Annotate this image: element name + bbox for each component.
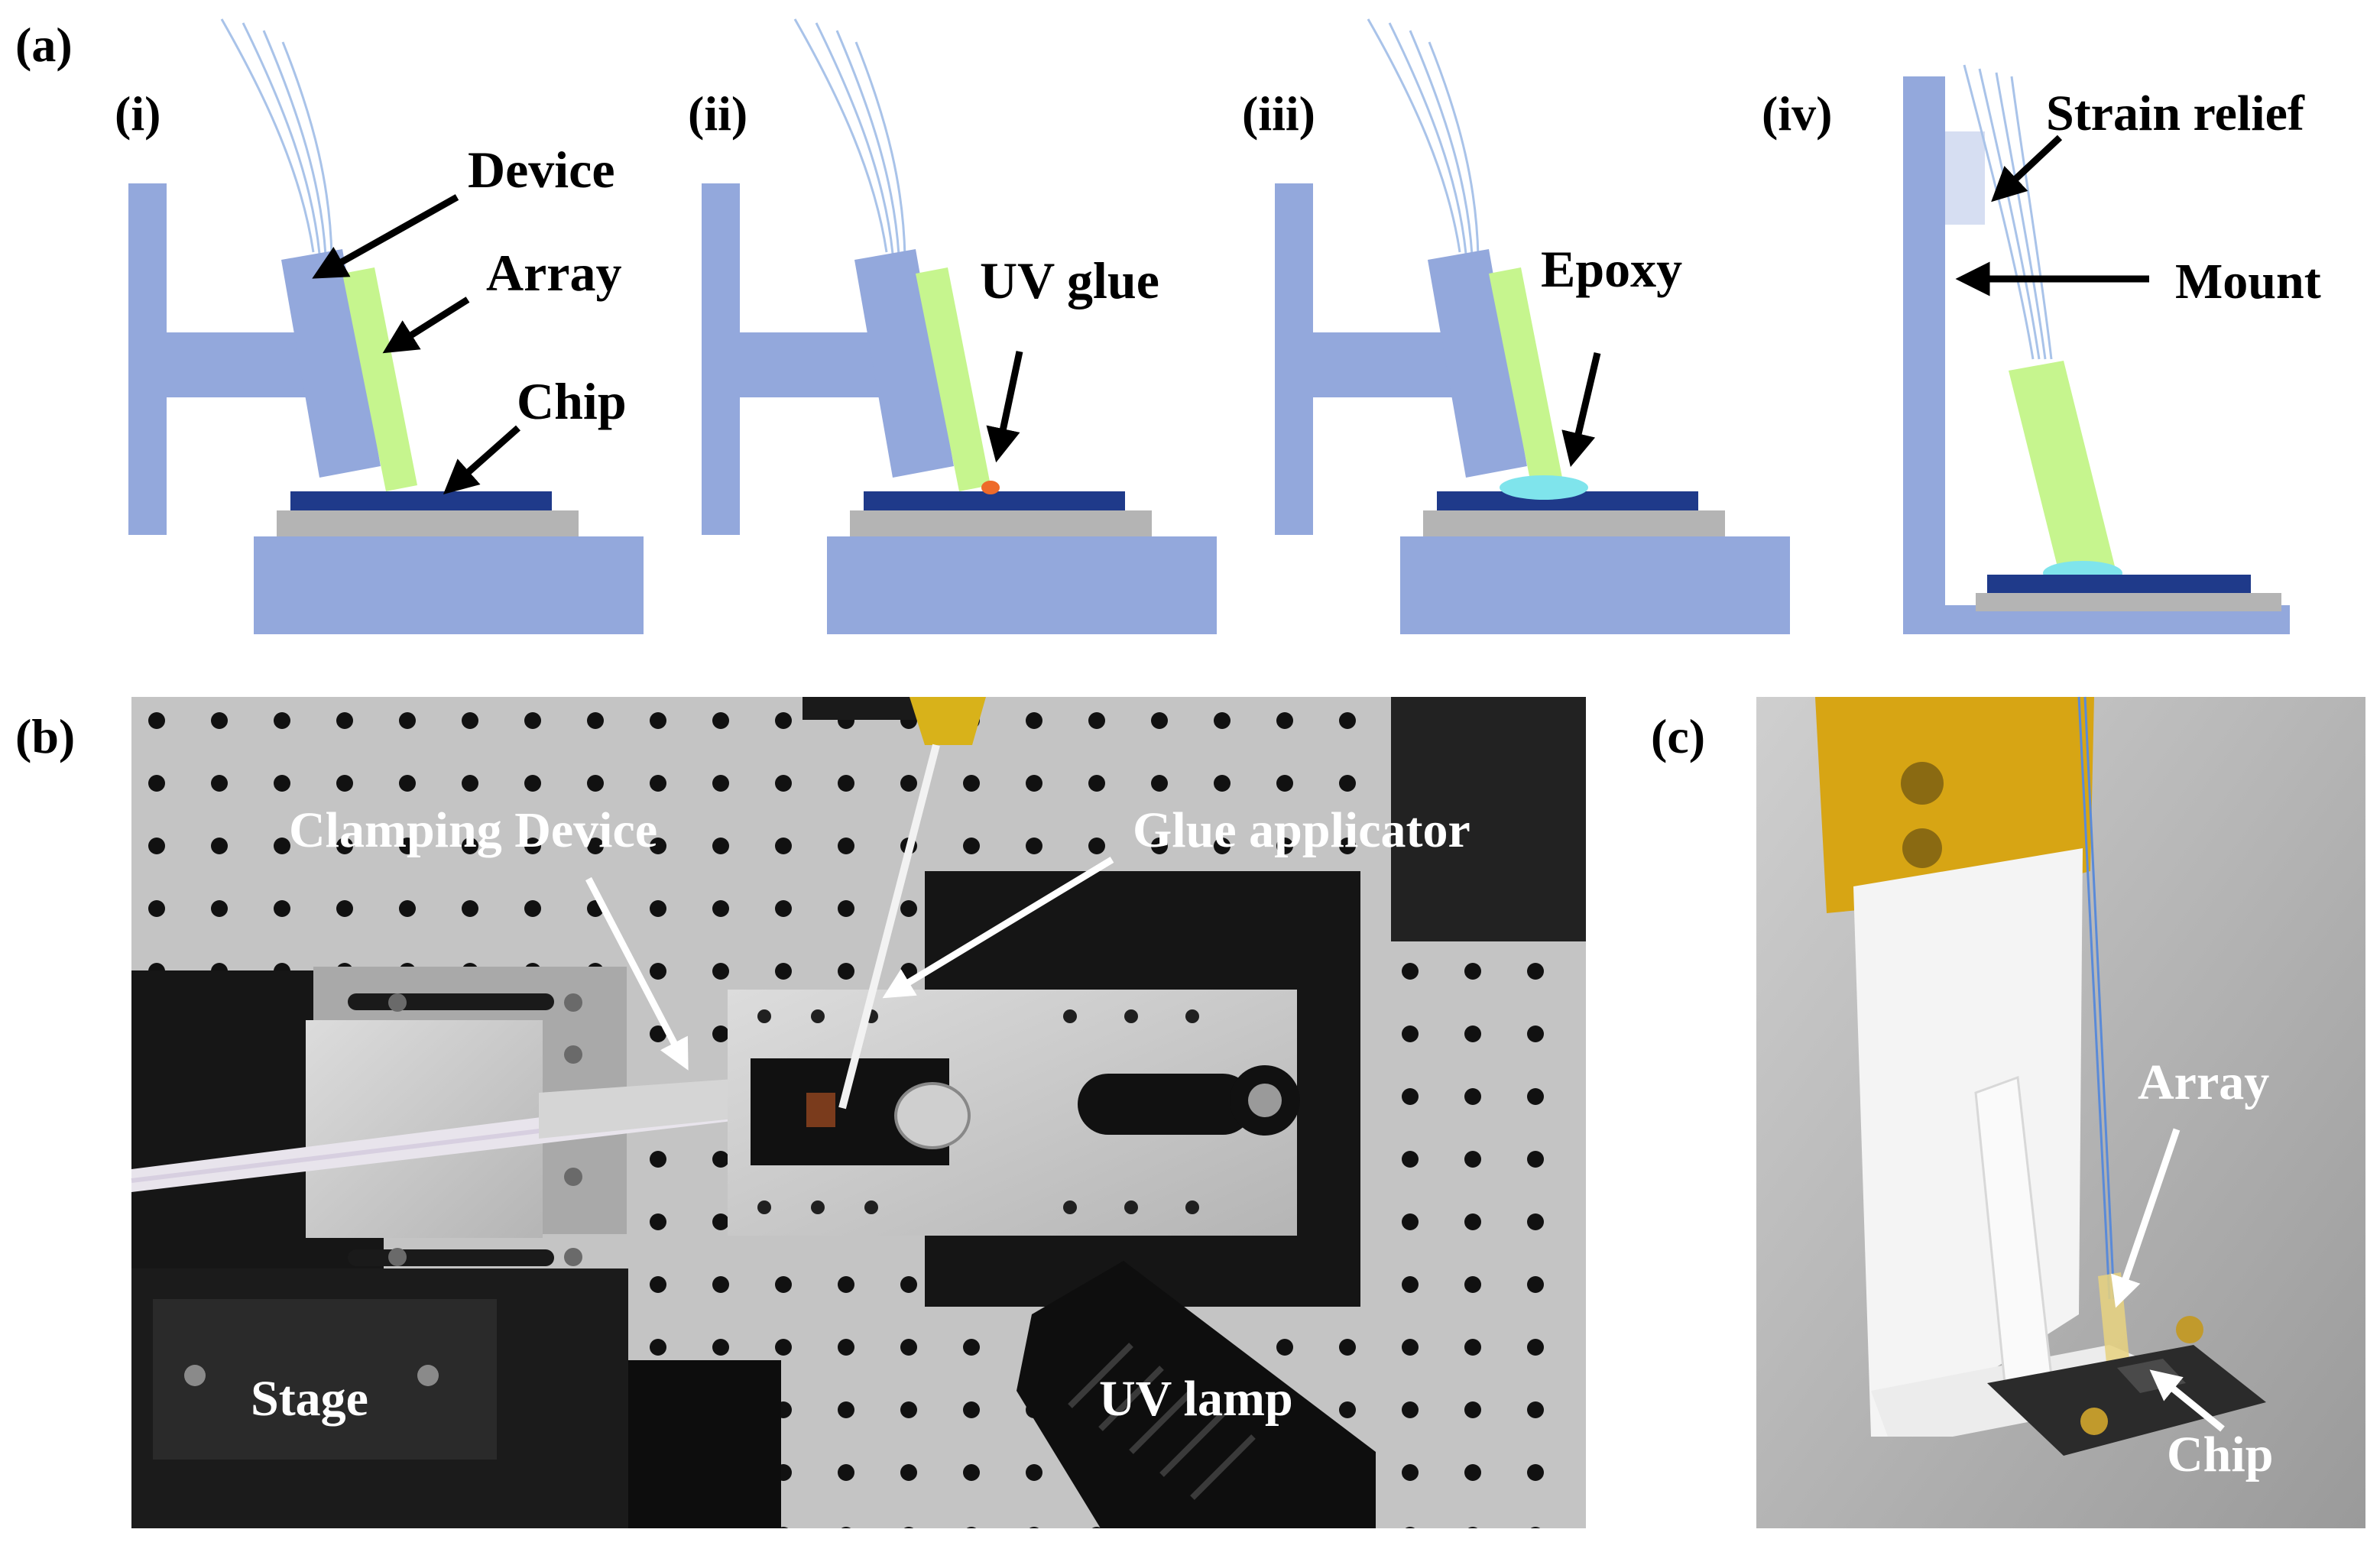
clamp-slot-top [348,993,554,1010]
uv-lamp-label: UV lamp [1099,1371,1293,1427]
step-ii-label: (ii) [688,86,747,141]
step-iv-diagram: (iv) Strain relief Mount [1762,64,2321,634]
substrate [1976,593,2281,611]
fiber-array [1489,267,1564,491]
step-ii-diagram: (ii) UV glue [688,18,1217,634]
mount-h-frame [128,183,336,535]
uv-lamp-ridges [1068,1343,1256,1500]
mount-label: Mount [2175,254,2321,309]
uv-glue-label: UV glue [980,251,1159,309]
step-iv-label: (iv) [1762,86,1832,141]
glue-needle [838,744,940,1110]
clamping-device-arrow [585,876,689,1071]
clamp-slot-bottom [348,1249,554,1266]
panel-a-label: (a) [15,18,73,72]
step-iii-label: (iii) [1242,86,1315,141]
fibers [2077,696,2116,1300]
chip-board [1987,1345,2266,1456]
chip [290,491,552,510]
mount-h-frame [1275,183,1483,535]
stage-base [827,536,1217,634]
device-block [1428,249,1527,478]
fiber-bundle [1963,64,2053,360]
stage-base [254,536,644,634]
stage-base [1400,536,1790,634]
top-right-equipment [1391,697,1586,941]
strain-relief-block [1945,131,1985,225]
fiber-array [2009,361,2116,579]
uv-glue-arrow [986,351,1023,463]
substrate [277,510,579,536]
stage-plate [153,1299,497,1460]
top-equipment [803,697,917,720]
substrate [1423,510,1725,536]
mount-h-frame [702,183,910,535]
stage-label: Stage [251,1371,368,1427]
photo-b: Clamping Device Glue applicator Stage UV… [131,697,1586,1528]
lower-dark [628,1360,781,1528]
l-mount [1903,76,2290,634]
chip-sample [806,1093,835,1127]
fiber-bundle [220,18,333,258]
glue-applicator-label: Glue applicator [1133,802,1470,858]
glue-applicator-arrow [882,857,1114,999]
panel-c-label: (c) [1651,709,1705,763]
fiber-bundle [1367,18,1480,258]
chip-arrow [443,425,520,494]
step-i-label: (i) [115,86,161,141]
strain-relief-arrow [1991,134,2063,203]
substrate [850,510,1152,536]
chip [864,491,1125,510]
device-arrow [312,194,459,279]
chip [1987,575,2251,593]
epoxy-label: Epoxy [1541,240,1682,298]
array-arrow [2111,1128,2181,1308]
fiber-bundle [793,18,906,258]
epoxy-blob [1500,475,1588,500]
uv-glue-drop [981,481,1000,494]
array-label: Array [2138,1055,2269,1110]
array-arrow [382,296,470,354]
uv-lamp-body [1017,1261,1376,1528]
glue-syringe [910,697,986,745]
step-i-diagram: (i) Device Array Chip [115,18,644,634]
fiber-array [342,267,417,491]
device-block [854,249,954,478]
epoxy-arrow [1561,352,1601,468]
array-label: Array [486,244,621,302]
device-label: Device [468,141,615,199]
clamping-arm [539,1079,749,1139]
panel-b-label: (b) [15,709,75,763]
chip-arrow [2149,1369,2225,1432]
strain-relief-label: Strain relief [2046,86,2305,141]
photo-c: Array Chip [1756,696,2365,1528]
fiber-array [916,267,991,491]
clamping-device-label: Clamping Device [289,802,657,858]
holder-slot-left [894,1082,971,1149]
step-iii-diagram: (iii) Epoxy [1242,18,1790,634]
chip-label: Chip [2167,1427,2273,1482]
chip-label: Chip [517,372,627,430]
holder-slot-right [1078,1074,1253,1135]
device-block [281,249,381,478]
